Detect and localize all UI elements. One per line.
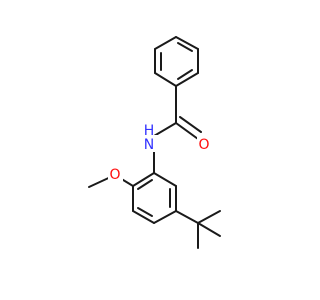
bond: [175, 36, 199, 50]
bond: [179, 116, 202, 133]
atom-n-label: N H: [140, 123, 159, 153]
bond: [154, 72, 177, 87]
nitrogen-hydrogen: H: [144, 123, 155, 139]
bond: [137, 179, 153, 190]
bond: [153, 210, 177, 224]
atom-o-carbonyl-label: O: [197, 136, 211, 153]
bond: [132, 210, 155, 224]
label-background: [197, 136, 211, 152]
anilide-ring: [132, 135, 177, 224]
benzoyl-ring: [154, 36, 199, 87]
bond: [177, 42, 193, 52]
bond: [197, 210, 221, 224]
label-background: [108, 166, 123, 182]
nitrogen-symbol: N: [144, 137, 154, 153]
bond: [153, 172, 177, 187]
tert-butyl-group: [175, 210, 221, 249]
bond: [154, 36, 177, 50]
structure-diagram: N H O O: [88, 36, 221, 249]
label-background: [140, 135, 159, 152]
bond: [175, 72, 199, 87]
amide-group: [153, 85, 202, 140]
carbonyl-oxygen-symbol: O: [198, 137, 209, 153]
bond: [132, 172, 155, 187]
bond: [177, 69, 193, 80]
ether-oxygen-symbol: O: [109, 167, 120, 183]
bond: [153, 122, 177, 137]
bond: [175, 210, 199, 224]
bond: [197, 222, 221, 237]
bond: [137, 207, 153, 217]
bond: [175, 122, 199, 140]
atom-o-ether-label: O: [108, 166, 123, 183]
